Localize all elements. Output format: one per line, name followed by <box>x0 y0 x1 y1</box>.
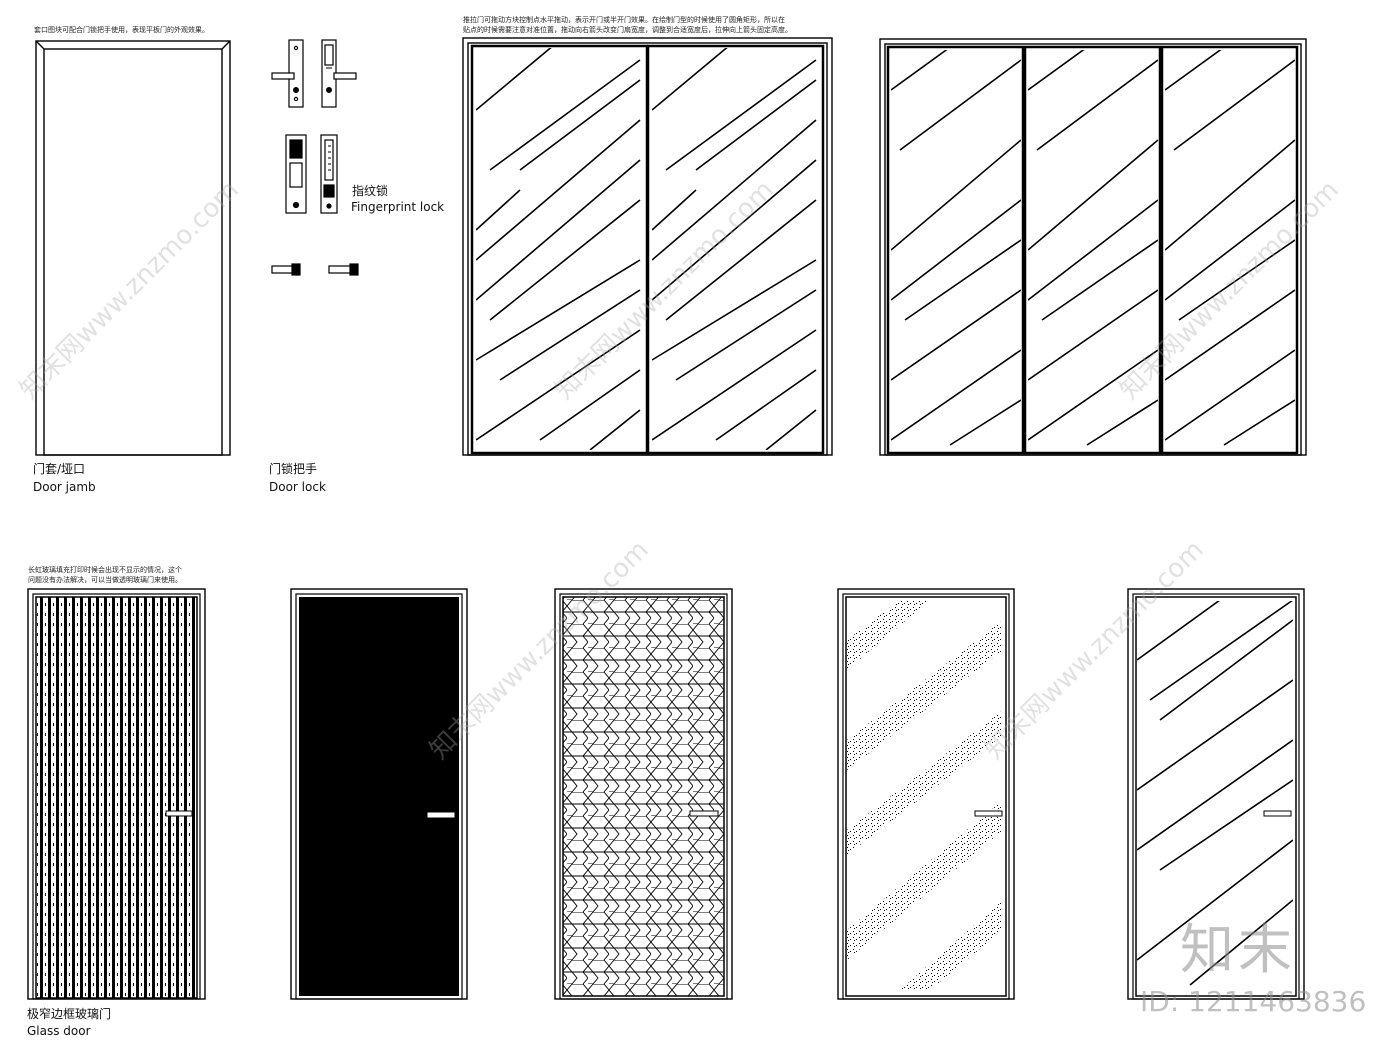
image-id-label: ID: 1211463836 <box>1140 985 1367 1018</box>
glass-note-line-2: 问题没有办法解决，可以当做透明玻璃门来使用。 <box>28 576 182 584</box>
glass-door-caption-en: Glass door <box>27 1024 91 1038</box>
door-jamb-caption-cn: 门套/垭口 <box>33 462 86 476</box>
glass-note-line-1: 长虹玻璃填充打印时候会出现不显示的情况，这个 <box>28 566 182 574</box>
brand-watermark: 知末 <box>1180 918 1296 981</box>
clear-glass-door <box>1127 588 1305 1000</box>
fingerprint-caption-cn: 指纹锁 <box>352 184 389 198</box>
door-lock-caption-en: Door lock <box>269 480 326 494</box>
glass-door-caption-cn: 极窄边框玻璃门 <box>27 1007 112 1021</box>
fingerprint-caption-en: Fingerprint lock <box>351 200 445 214</box>
hexagon-glass-door <box>554 588 733 1000</box>
frosted-glass-door <box>837 588 1015 1000</box>
sliding-note-line-2: 贴点的时候需要注意对准位置，拖动向右箭头改变门扇宽度，调整到合适宽度后，拉伸向上… <box>463 26 792 34</box>
door-jamb-caption-en: Door jamb <box>33 480 96 494</box>
reeded-glass-door <box>27 588 206 1000</box>
door-lock-caption-cn: 门锁把手 <box>269 462 318 476</box>
jamb-note: 套口图块可配合门锁把手使用，表现平板门的外观效果。 <box>34 26 209 34</box>
black-door <box>290 588 468 1000</box>
sliding-note-line-1: 推拉门可拖动方块控制点水平拖动，表示开门或半开门效果。在绘制门型的时候使用了圆角… <box>463 16 785 24</box>
